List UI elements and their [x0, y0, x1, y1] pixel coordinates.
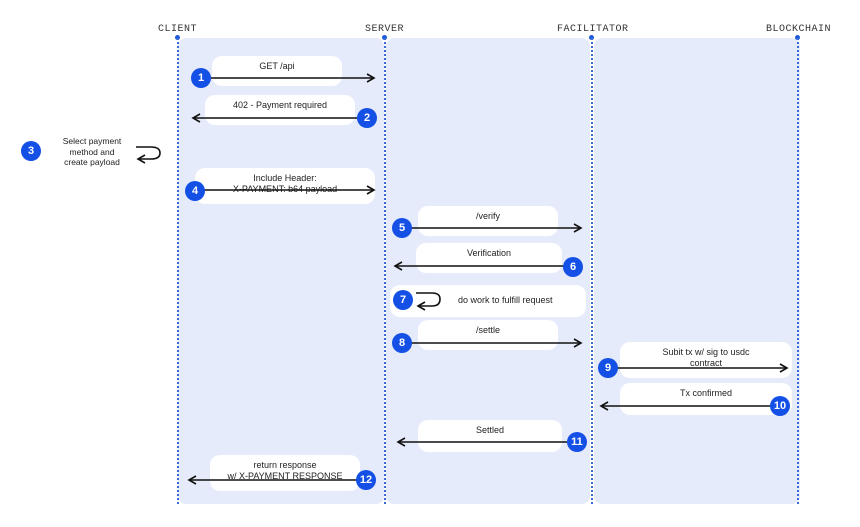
step-6-text: Verification	[466, 248, 512, 258]
column-header-facilitator: FACILITATOR	[557, 24, 629, 35]
blockchain-lifeline	[797, 38, 799, 504]
step-7-badge: 7	[393, 290, 413, 310]
step-5-label: /verify	[418, 206, 558, 236]
step-11-text: Settled	[475, 425, 505, 435]
step-12-badge: 12	[356, 470, 376, 490]
step-8-badge: 8	[392, 333, 412, 353]
step-5-text: /verify	[475, 211, 500, 221]
step-11-badge: 11	[567, 432, 587, 452]
step-10-badge: 10	[770, 396, 790, 416]
step-7-self-arrow	[416, 292, 441, 311]
column-header-blockchain: BLOCKCHAIN	[766, 24, 832, 35]
step-10-text: Tx confirmed	[679, 388, 732, 398]
facilitator-lifeline	[591, 38, 593, 504]
step-8-label: /settle	[418, 320, 558, 350]
step-6-badge: 6	[563, 257, 583, 277]
step-9-text: Subit tx w/ sig to usdc contract	[662, 347, 750, 369]
step-1-text: GET /api	[259, 61, 295, 71]
step-1-label: GET /api	[212, 56, 342, 86]
facilitator-lifeline-dot	[589, 35, 594, 40]
step-9-badge: 9	[598, 358, 618, 378]
step-5-badge: 5	[392, 218, 412, 238]
step-10-label: Tx confirmed	[620, 383, 792, 415]
step-7-label: do work to fulfill request	[390, 285, 586, 317]
step-1-badge: 1	[191, 68, 211, 88]
facilitator-lane	[594, 38, 800, 504]
step-3-self-arrow	[136, 146, 161, 164]
server-lifeline-dot	[382, 35, 387, 40]
step-12-text: return response w/ X-PAYMENT RESPONSE	[227, 460, 343, 482]
column-header-client: CLIENT	[158, 24, 198, 35]
step-7-text: do work to fulfill request	[458, 295, 553, 306]
server-lifeline	[384, 38, 386, 504]
client-lifeline-dot	[175, 35, 180, 40]
column-header-server: SERVER	[365, 24, 405, 35]
step-2-label: 402 - Payment required	[205, 95, 355, 125]
step-12-label: return response w/ X-PAYMENT RESPONSE	[210, 455, 360, 491]
client-lifeline	[177, 38, 179, 504]
step-6-label: Verification	[416, 243, 562, 273]
step-3-text: Select payment method and create payload	[62, 136, 122, 168]
blockchain-lifeline-dot	[795, 35, 800, 40]
step-2-badge: 2	[357, 108, 377, 128]
step-4-badge: 4	[185, 181, 205, 201]
step-8-text: /settle	[475, 325, 500, 335]
step-9-label: Subit tx w/ sig to usdc contract	[620, 342, 792, 378]
step-11-label: Settled	[418, 420, 562, 452]
step-2-text: 402 - Payment required	[232, 100, 328, 110]
step-3-badge: 3	[21, 141, 41, 161]
